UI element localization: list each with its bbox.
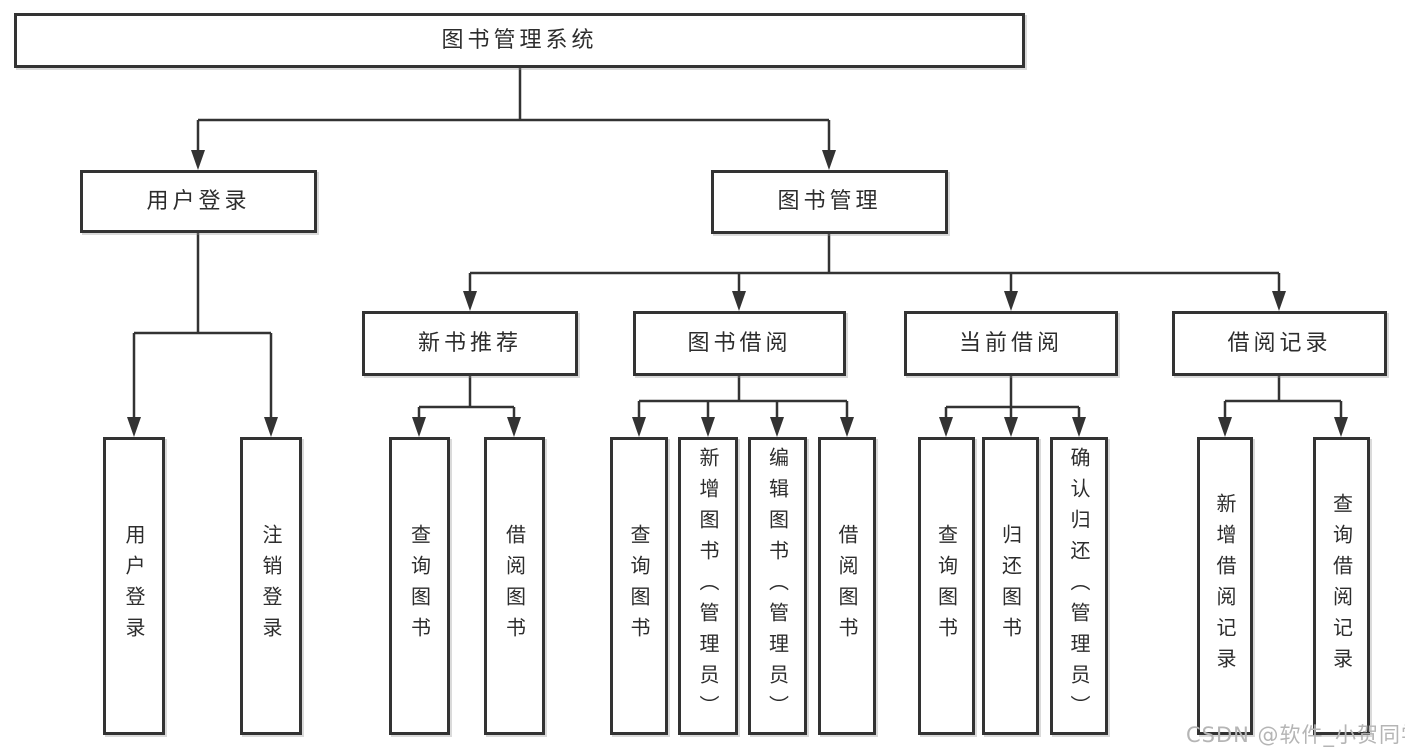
node-book-borrowing: 图书借阅 [633,311,846,376]
node-current-borrowing: 当前借阅 [904,311,1118,376]
node-user-login: 用户登录 [80,170,317,233]
leaf-query-books: 查询图书 [610,437,668,735]
node-new-book-recommendation: 新书推荐 [362,311,578,376]
leaf-user-login-label: 用户登录 [122,524,146,648]
leaf-return-books: 归还图书 [982,437,1039,735]
node-book-borrowing-label: 图书借阅 [687,330,792,356]
leaf-logout-label: 注销登录 [259,524,283,648]
leaf-query-books: 查询图书 [389,437,450,735]
leaf-query-books-label: 查询图书 [627,524,651,648]
node-book-management: 图书管理 [711,170,948,234]
node-borrowing-records: 借阅记录 [1172,311,1387,376]
node-book-management-label: 图书管理 [777,189,882,214]
leaf-return-books-label: 归还图书 [998,524,1023,648]
leaf-confirm-return-admin-label: 确认归还（管理员） [1067,446,1091,726]
leaf-logout: 注销登录 [240,437,302,735]
leaf-query-books-label: 查询图书 [934,524,959,648]
leaf-borrow-books-label: 借阅图书 [502,524,527,648]
leaf-borrow-books: 借阅图书 [484,437,545,735]
node-current-borrowing-label: 当前借阅 [958,330,1063,356]
leaf-query-books: 查询图书 [918,437,975,735]
csdn-watermark: CSDN @软件_小贺同学 [1186,723,1405,747]
node-new-book-recommendation-label: 新书推荐 [417,330,522,356]
leaf-add-books-admin: 新增图书（管理员） [678,437,738,735]
leaf-borrow-books: 借阅图书 [818,437,876,735]
leaf-edit-books-admin: 编辑图书（管理员） [748,437,807,735]
leaf-add-borrow-record: 新增借阅记录 [1197,437,1253,735]
leaf-confirm-return-admin: 确认归还（管理员） [1050,437,1108,735]
leaf-add-books-admin-label: 新增图书（管理员） [696,446,720,726]
leaf-add-borrow-record-label: 新增借阅记录 [1213,493,1237,679]
leaf-query-books-label: 查询图书 [407,524,432,648]
node-user-login-label: 用户登录 [146,188,251,214]
leaf-query-borrow-record-label: 查询借阅记录 [1329,493,1354,679]
leaf-borrow-books-label: 借阅图书 [835,524,859,648]
leaf-query-borrow-record: 查询借阅记录 [1313,437,1370,735]
leaf-user-login: 用户登录 [103,437,165,735]
node-library-system: 图书管理系统 [14,13,1025,68]
node-library-system-label: 图书管理系统 [441,27,598,53]
node-borrowing-records-label: 借阅记录 [1227,330,1332,356]
leaf-edit-books-admin-label: 编辑图书（管理员） [765,446,790,726]
